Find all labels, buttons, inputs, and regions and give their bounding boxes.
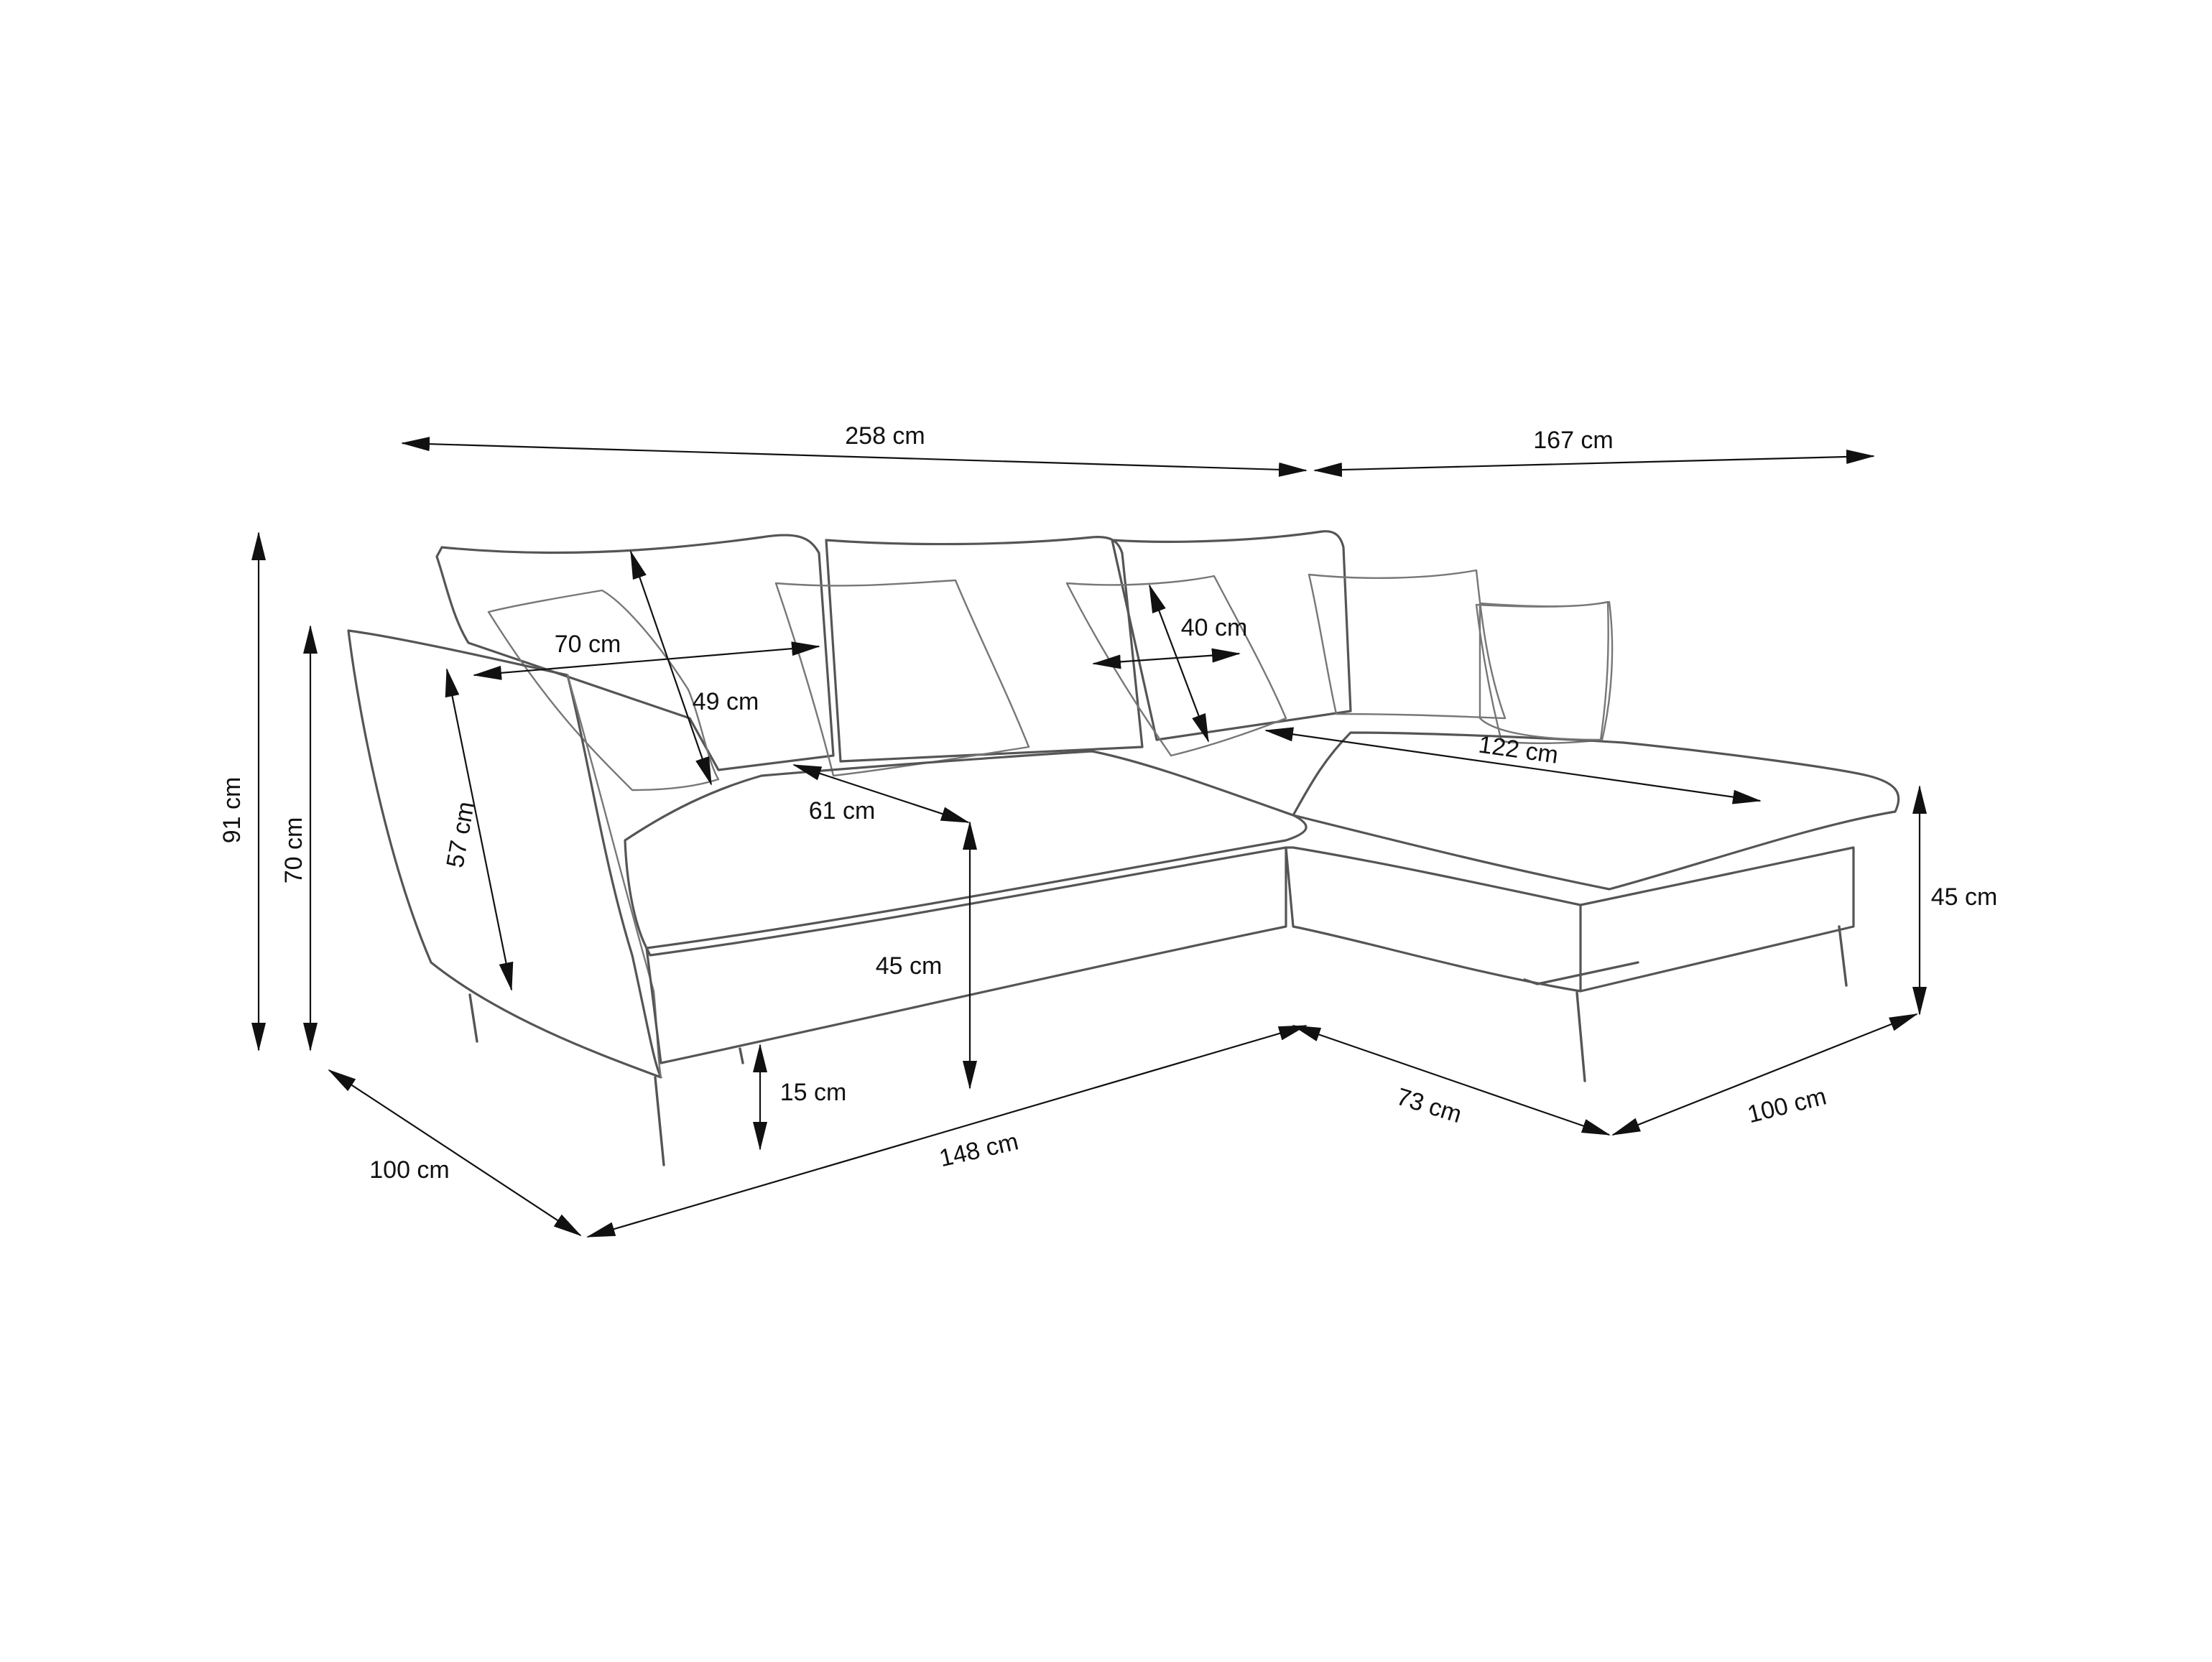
label-seat-height: 45 cm: [876, 952, 943, 980]
dimension-labels: 258 cm 167 cm 91 cm 70 cm 57 cm 70 cm 49…: [218, 422, 1997, 1184]
label-chaise-side-depth: 100 cm: [1745, 1082, 1829, 1128]
main-seat-cushion: [624, 750, 1308, 950]
throw-pillow-1: [487, 589, 720, 791]
label-chaise-depth: 73 cm: [1393, 1083, 1465, 1128]
dimension-lines: [251, 437, 1927, 1238]
chaise-base: [1285, 846, 1855, 993]
label-armrest-height: 70 cm: [280, 817, 307, 884]
label-backrest-height: 57 cm: [441, 799, 480, 870]
label-chaise-seat-length: 122 cm: [1477, 731, 1560, 769]
dim-line-100-left: [328, 1069, 582, 1237]
dim-line-61: [792, 763, 970, 824]
throw-pillow-2: [774, 579, 1030, 777]
dim-line-40-horizontal: [1092, 648, 1241, 669]
chaise-back-cushion: [1478, 600, 1614, 741]
back-cushion-right: [1111, 530, 1352, 741]
label-small-pillow: 40 cm: [1181, 614, 1248, 641]
label-chaise-width: 167 cm: [1533, 427, 1614, 454]
label-depth: 100 cm: [369, 1156, 450, 1184]
sofa-drawing: [347, 530, 1900, 1166]
dim-line-40-diagonal: [1148, 584, 1210, 743]
dim-line-148: [586, 1024, 1308, 1238]
leg-3: [739, 1047, 744, 1064]
dim-line-73: [1292, 1024, 1611, 1136]
label-chaise-height: 45 cm: [1931, 883, 1998, 911]
dim-line-70-pillow: [473, 641, 820, 680]
throw-pillow-5: [1475, 600, 1609, 744]
chaise-seat: [1292, 731, 1900, 891]
back-cushion-left: [435, 534, 835, 771]
label-leg-height: 15 cm: [780, 1079, 847, 1106]
label-pillow-height: 49 cm: [693, 688, 759, 715]
leg-1: [468, 993, 478, 1043]
leg-2: [654, 1076, 665, 1166]
leg-5: [1838, 925, 1848, 987]
dim-line-167: [1313, 449, 1875, 478]
leg-4: [1575, 991, 1586, 1082]
main-base: [645, 846, 1287, 1064]
label-main-length: 148 cm: [937, 1128, 1021, 1172]
label-total-width: 258 cm: [845, 422, 925, 450]
leg-6: [1523, 961, 1639, 985]
throw-pillow-3: [1065, 575, 1287, 757]
left-armrest: [347, 629, 662, 1079]
back-cushion-middle: [825, 536, 1144, 763]
dim-line-49: [629, 550, 713, 786]
label-seat-depth: 61 cm: [809, 797, 876, 825]
label-total-height: 91 cm: [218, 777, 246, 844]
dim-line-258: [401, 437, 1308, 477]
dim-line-122: [1264, 727, 1762, 804]
label-pillow-width: 70 cm: [555, 631, 621, 658]
dim-line-100-right: [1611, 1013, 1918, 1136]
dim-line-57: [445, 668, 514, 991]
throw-pillow-4: [1308, 569, 1507, 720]
